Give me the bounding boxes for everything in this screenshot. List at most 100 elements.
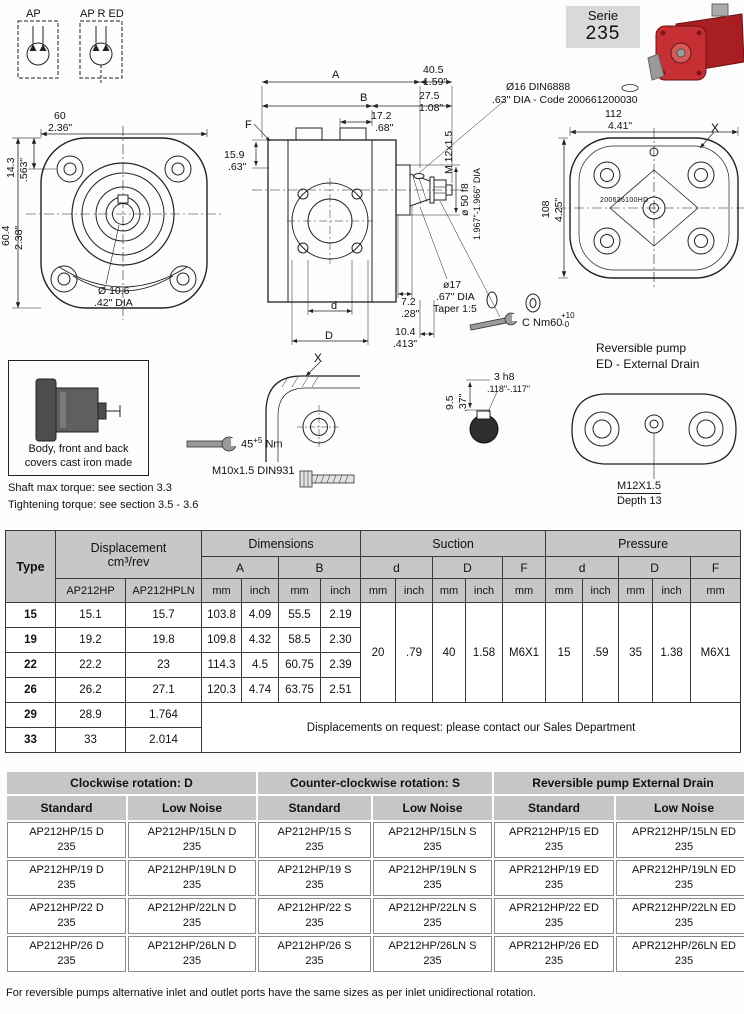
side-torque-c-label: C [522, 317, 530, 329]
ap-schematic-icon [17, 20, 59, 79]
model-serie: 235 [57, 917, 76, 929]
model-serie: 235 [423, 917, 442, 929]
front-shaft-dia-mm-label: Ø 10.6 [98, 285, 130, 297]
col-header-pressure-F: F [690, 556, 742, 579]
subheader-low-noise: Low Noise [373, 796, 492, 820]
apred-schematic-icon [79, 20, 123, 84]
material-note-line1: Body, front and back [28, 443, 129, 455]
suction-D-in-cell: 1.58 [465, 602, 504, 703]
suction-D-mm-cell: 40 [432, 602, 467, 703]
pressure-d-in-cell: .59 [582, 602, 620, 703]
detail-x-torque-label: 45+5 Nm [241, 436, 283, 451]
side-taper-in-label: .67" DIA [436, 291, 475, 303]
product-photo [647, 3, 744, 81]
col-header-displacement: Displacement cm³/rev [54, 530, 203, 579]
front-shaft-dia-in-label: .42" DIA [94, 297, 133, 309]
model-code: APR212HP/26 ED [509, 939, 599, 952]
model-code: AP212HP/15 D [29, 825, 104, 838]
model-code: AP212HP/19 D [29, 863, 104, 876]
spec-cell: 60.75 [278, 652, 322, 678]
model-cell: APR212HP/26LN ED 235 [616, 936, 744, 972]
unit-header: mm [432, 578, 467, 603]
model-code: AP212HP/26LN S [388, 939, 477, 952]
type-cell: 33 [5, 727, 56, 753]
model-code: AP212HP/19LN D [147, 863, 237, 876]
suction-d-in-cell: .79 [395, 602, 434, 703]
pressure-D-mm-cell: 35 [618, 602, 654, 703]
side-torque-dn-label: -0 [562, 320, 570, 329]
spec-row: 22 22.2 23 114.3 4.5 60.75 2.39 [5, 652, 741, 678]
displacement-title: Displacement [90, 540, 167, 555]
model-serie: 235 [182, 879, 202, 891]
reversible-drain-depth-label: Depth 13 [617, 495, 662, 507]
serie-label: Serie [587, 8, 619, 23]
unit-header: mm [502, 578, 547, 603]
spec-cell: 2.19 [320, 602, 362, 628]
detail-x-torque-value: 45 [241, 438, 254, 451]
model-serie: 235 [674, 879, 694, 891]
tightening-torque-note: Tightening torque: see section 3.5 - 3.6 [8, 499, 199, 511]
back-height-in-label: 4.25" [553, 197, 565, 222]
spec-cell: 15.1 [55, 602, 126, 628]
side-104-in-label: .413" [393, 338, 418, 350]
rotation-header-row: Clockwise rotation: D Counter-clockwise … [7, 772, 744, 794]
side-dim-b-label: B [360, 92, 368, 104]
spec-row: 33 33 2.014 [5, 727, 741, 753]
model-code: AP212HP/26 D [29, 939, 104, 952]
reversible-key-height-mm-label: 9.5 [444, 395, 456, 410]
reversible-title-line1: Reversible pump [596, 341, 687, 355]
front-width-in-label: 2.36" [48, 122, 73, 134]
front-offset-mm-label: 14.3 [5, 157, 17, 178]
model-serie: 235 [423, 879, 442, 891]
side-port-d-label: d [331, 300, 338, 312]
side-flange-in-label: .63" [228, 161, 247, 173]
model-code: APR212HP/15 ED [509, 825, 599, 838]
spec-cell: 19.2 [55, 627, 126, 653]
side-torque-up-label: +10 [561, 311, 575, 320]
side-dim-b-mm-label: 27.5 [419, 90, 440, 102]
spec-cell: 19.8 [124, 627, 203, 653]
reversible-key-height-in-label: .37" [457, 393, 469, 412]
front-view-drawing [12, 126, 222, 320]
spec-cell: 2.39 [320, 652, 362, 678]
back-detail-ref-label: X [711, 121, 720, 135]
model-code: AP212HP/22 S [277, 901, 352, 914]
side-dim-b-in-label: 1.08" [419, 102, 444, 114]
front-height-mm-label: 60.4 [0, 225, 12, 246]
model-serie: 235 [674, 955, 694, 967]
spec-cell: 2.30 [320, 627, 362, 653]
spec-cell: 4.09 [241, 602, 280, 628]
unit-header: mm [278, 578, 322, 603]
col-header-suction: Suction [360, 530, 547, 557]
spec-cell: 58.5 [278, 627, 322, 653]
specs-table: Type Displacement cm³/rev Dimensions Suc… [5, 530, 742, 753]
side-104-mm-label: 10.4 [395, 326, 416, 338]
model-serie: 235 [674, 841, 694, 853]
spec-cell: 4.74 [241, 677, 280, 703]
reversible-pump-drawing [466, 379, 737, 479]
spec-cell: 120.3 [201, 677, 243, 703]
unit-header: inch [582, 578, 620, 603]
unit-header: mm [618, 578, 654, 603]
back-height-mm-label: 108 [540, 200, 552, 218]
model-code: APR212HP/26LN ED [632, 939, 736, 952]
spec-cell: 4.5 [241, 652, 280, 678]
side-taper-note-label: Taper 1:5 [433, 303, 477, 315]
spec-cell: 27.1 [124, 677, 203, 703]
model-code: AP212HP/22 D [29, 901, 104, 914]
spec-cell: 15.7 [124, 602, 203, 628]
